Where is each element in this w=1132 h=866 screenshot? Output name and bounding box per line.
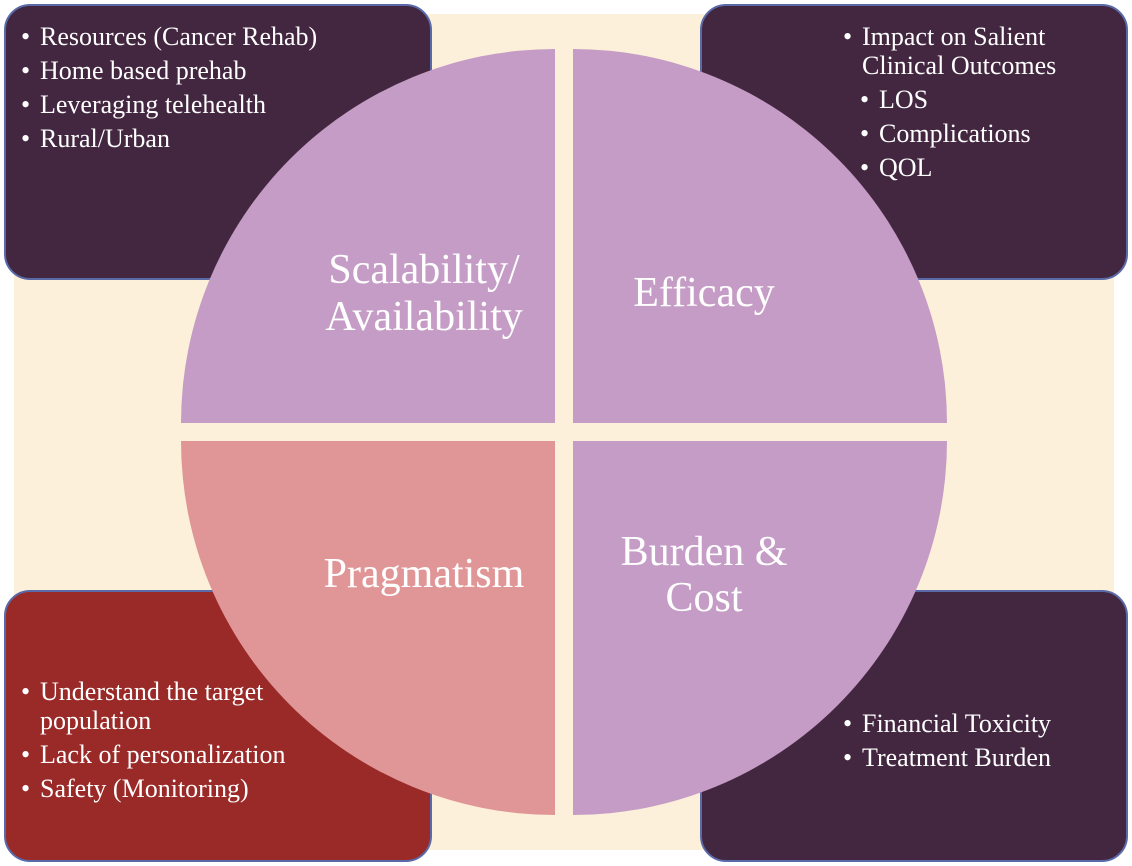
list-item: Financial Toxicity <box>843 709 1123 738</box>
list-item: LOS <box>860 85 1123 114</box>
quadrant-scalability <box>181 49 555 423</box>
scalability-details-list: Resources (Cancer Rehab) Home based preh… <box>21 22 351 158</box>
list-item: QOL <box>860 153 1123 182</box>
efficacy-details-list: Impact on Salient Clinical Outcomes LOS … <box>843 22 1123 187</box>
list-item: Treatment Burden <box>843 743 1123 772</box>
quadrant-burden-cost <box>573 441 947 815</box>
burden-details-list: Financial Toxicity Treatment Burden <box>843 709 1123 777</box>
list-item: Safety (Monitoring) <box>21 774 321 803</box>
list-item: Lack of personalization <box>21 740 321 769</box>
quadrant-pragmatism <box>181 441 555 815</box>
list-item: Home based prehab <box>21 56 351 85</box>
list-item: Impact on Salient Clinical Outcomes <box>843 22 1123 80</box>
list-item: Understand the target population <box>21 677 321 735</box>
quadrant-label-scalability: Scalability/ <box>328 247 520 293</box>
quadrant-efficacy <box>573 49 947 423</box>
quadrant-label-efficacy: Efficacy <box>633 270 774 316</box>
quadrant-label-availability: Availability <box>325 294 523 340</box>
pragmatism-details-list: Understand the target population Lack of… <box>21 677 321 808</box>
list-item: Rural/Urban <box>21 124 351 153</box>
list-item: Complications <box>860 119 1123 148</box>
quadrant-label-cost: Cost <box>665 575 742 621</box>
quadrant-label-burden: Burden & <box>621 529 788 575</box>
list-item: Resources (Cancer Rehab) <box>21 22 351 51</box>
quadrant-label-pragmatism: Pragmatism <box>324 551 525 597</box>
list-item: Leveraging telehealth <box>21 90 351 119</box>
